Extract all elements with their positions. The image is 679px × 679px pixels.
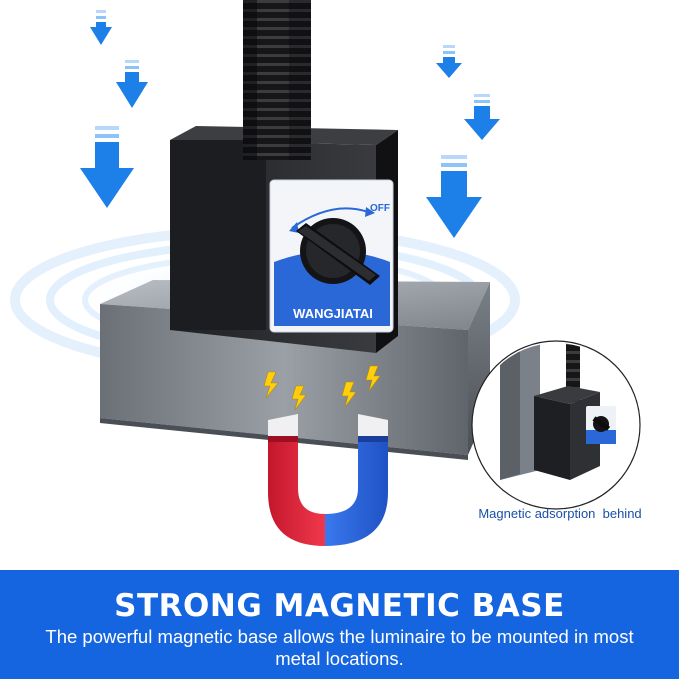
- magnetic-base-illustration: OFF WANGJIATAI: [10, 0, 641, 546]
- spark-icon: [263, 371, 279, 399]
- arrow-down-icon: [80, 126, 134, 208]
- magnetic-base-block: [170, 126, 398, 353]
- arrow-down-icon: [90, 10, 112, 45]
- arrow-down-icon: [464, 94, 500, 140]
- banner-title: STRONG MAGNETIC BASE: [114, 588, 565, 624]
- brand-label: WANGJIATAI: [293, 306, 373, 321]
- spark-icon: [291, 385, 307, 411]
- switch-off-label: OFF: [370, 203, 390, 214]
- arrow-down-icon: [426, 155, 482, 238]
- arrow-down-icon: [436, 45, 462, 78]
- banner-description: The powerful magnetic base allows the lu…: [45, 626, 634, 669]
- product-scene: OFF WANGJIATAI: [10, 0, 641, 546]
- spark-icon: [365, 365, 381, 392]
- arrow-down-icon: [116, 60, 148, 108]
- horseshoe-magnet-icon: [268, 414, 388, 546]
- inset-caption: Magnetic adsorption behind: [478, 506, 642, 521]
- feature-banner: STRONG MAGNETIC BASE The powerful magnet…: [0, 570, 679, 679]
- inset-detail-view: [471, 340, 641, 510]
- spark-icon: [341, 381, 357, 408]
